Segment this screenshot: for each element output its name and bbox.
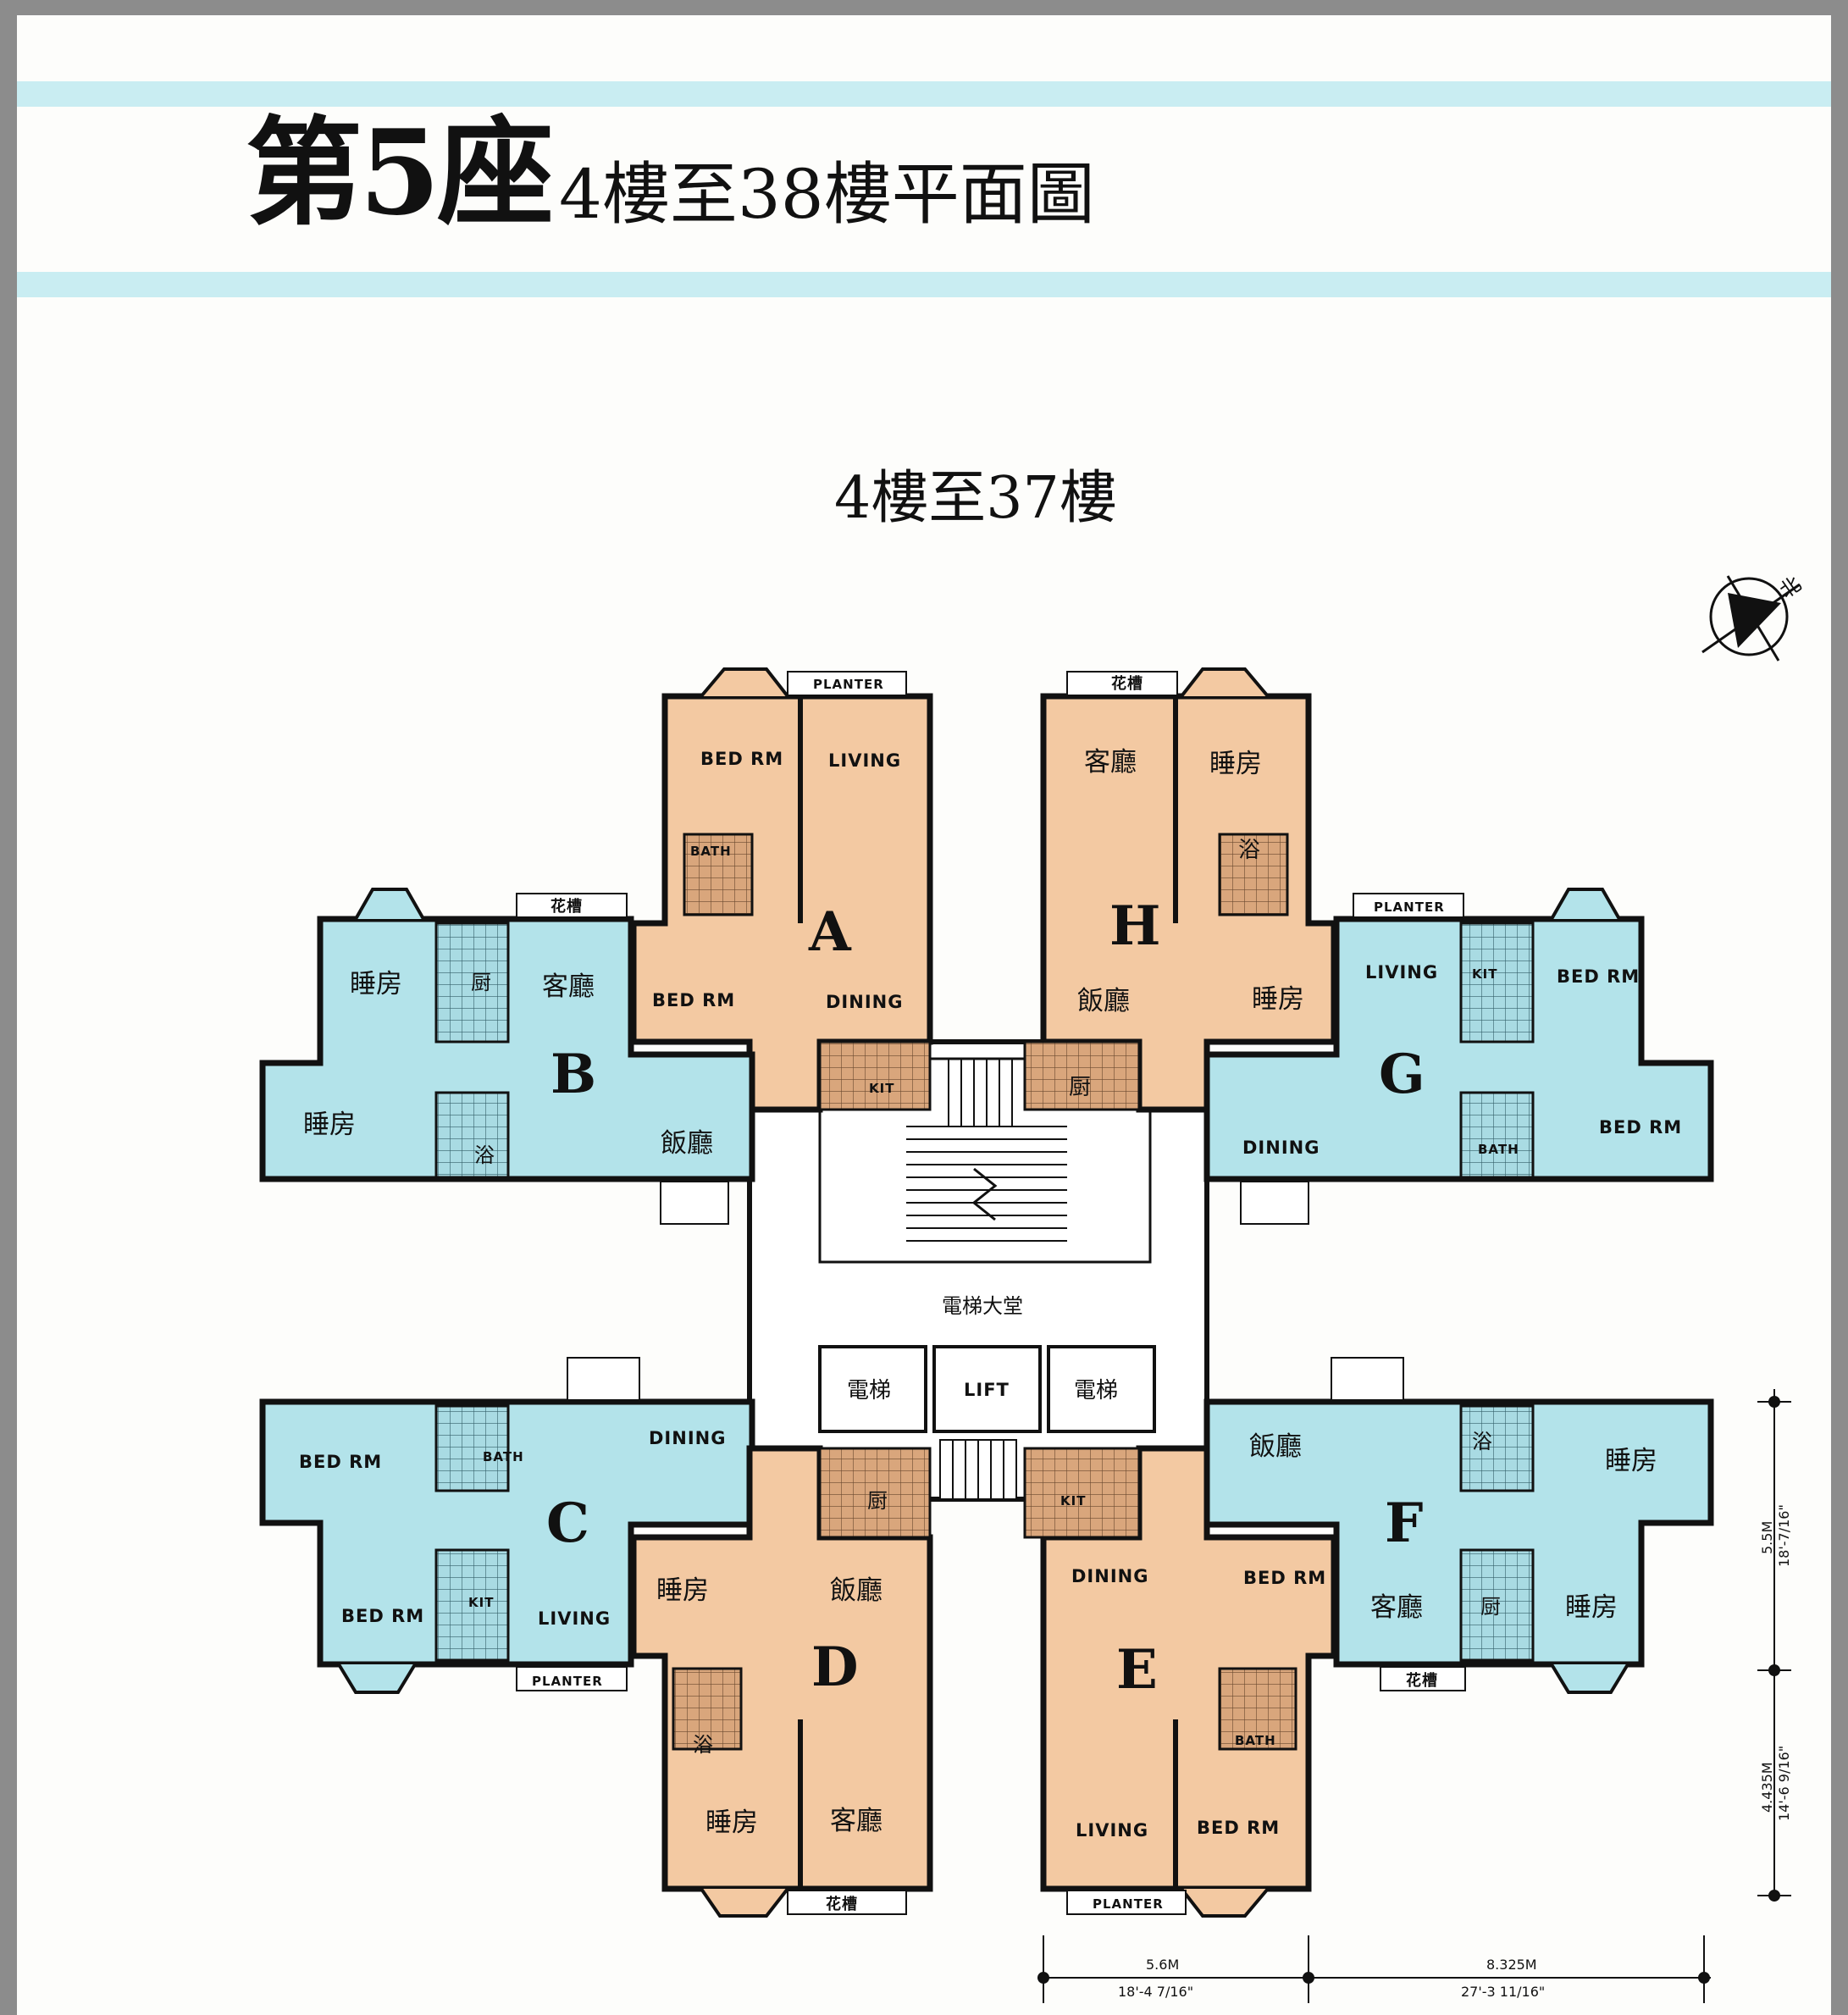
unit-g-room-4: DINING — [1242, 1138, 1320, 1158]
unit-b-room-5: 浴 — [474, 1143, 495, 1167]
unit-b-room-1: 睡房 — [350, 969, 402, 999]
unit-a-room-4: BED RM — [652, 990, 735, 1010]
unit-a-room-5: DINING — [826, 992, 903, 1012]
dim-v2-metric: 4.435M — [1759, 1762, 1775, 1813]
unit-c-letter: C — [546, 1492, 589, 1555]
plan-subtitle: 4樓至38樓平面圖 — [559, 155, 1095, 234]
unit-g-room-2: KIT — [1472, 966, 1497, 982]
unit-a-room-1: BED RM — [700, 749, 783, 769]
lift-2-label: LIFT — [964, 1380, 1010, 1400]
unit-g-room-3: BED RM — [1557, 966, 1640, 987]
unit-a — [630, 667, 933, 1113]
unit-h — [1023, 667, 1337, 1113]
unit-c — [259, 1357, 755, 1694]
unit-g-room-5: BATH — [1478, 1142, 1519, 1157]
unit-a-room-2: LIVING — [828, 750, 901, 771]
unit-d-room-3: 浴 — [693, 1733, 713, 1757]
unit-c-room-1: BED RM — [299, 1452, 382, 1472]
unit-e-room-2: BED RM — [1243, 1568, 1326, 1588]
unit-f-room-4: 客廳 — [1370, 1592, 1423, 1623]
unit-g-planter: PLANTER — [1374, 900, 1445, 915]
dim-v1-metric: 5.5M — [1759, 1521, 1775, 1554]
unit-e-letter: E — [1116, 1638, 1158, 1702]
unit-d-room-2: 飯廳 — [830, 1575, 883, 1606]
top-band — [17, 81, 1831, 107]
unit-a-planter: PLANTER — [813, 677, 884, 692]
unit-f-room-2: 浴 — [1472, 1430, 1492, 1453]
dim-v2-imperial: 14'-6 9/16" — [1776, 1746, 1792, 1821]
unit-c-room-4: BED RM — [341, 1606, 424, 1626]
unit-h-room-3: 浴 — [1238, 838, 1260, 863]
dim-h2-metric: 8.325M — [1486, 1957, 1537, 1973]
unit-b-room-4: 睡房 — [303, 1110, 356, 1140]
unit-d-planter: 花槽 — [826, 1895, 858, 1913]
unit-d-room-5: 客廳 — [830, 1806, 883, 1836]
unit-e-room-3: BATH — [1235, 1733, 1276, 1748]
unit-g — [1203, 888, 1714, 1225]
unit-c-room-5: KIT — [468, 1595, 494, 1610]
unit-h-room-1: 客廳 — [1084, 747, 1137, 778]
lobby-label: 電梯大堂 — [942, 1294, 1023, 1318]
unit-b — [259, 888, 755, 1225]
unit-a-room-6: KIT — [869, 1081, 894, 1096]
unit-f-letter: F — [1385, 1492, 1423, 1555]
unit-f-room-3: 睡房 — [1605, 1446, 1657, 1476]
lift-1-label: 電梯 — [847, 1378, 891, 1403]
unit-f-room-6: 睡房 — [1565, 1592, 1618, 1623]
unit-a-room-3: BATH — [690, 844, 732, 859]
unit-d-room-4: 睡房 — [705, 1807, 758, 1838]
unit-d — [630, 1445, 933, 1918]
unit-e-room-6: KIT — [1060, 1493, 1086, 1508]
unit-g-room-6: BED RM — [1599, 1117, 1682, 1138]
unit-b-letter: B — [551, 1043, 596, 1106]
unit-h-room-2: 睡房 — [1209, 749, 1262, 779]
lift-3-label: 電梯 — [1074, 1378, 1118, 1403]
unit-h-room-5: 睡房 — [1252, 984, 1304, 1015]
floors-label: 4樓至37樓 — [834, 465, 1117, 532]
unit-b-planter: 花槽 — [551, 897, 583, 916]
unit-d-room-1: 睡房 — [656, 1575, 709, 1606]
unit-c-room-6: LIVING — [538, 1608, 611, 1629]
north-arrow-icon — [1701, 575, 1801, 662]
dim-h1-metric: 5.6M — [1146, 1957, 1179, 1973]
unit-b-room-2: 厨 — [471, 971, 491, 994]
unit-e-room-4: LIVING — [1076, 1820, 1148, 1841]
dim-h2-imperial: 27'-3 11/16" — [1461, 1984, 1545, 2000]
unit-f-room-5: 厨 — [1480, 1595, 1501, 1619]
unit-d-room-6: 厨 — [867, 1489, 888, 1513]
unit-h-room-6: 厨 — [1069, 1075, 1091, 1100]
unit-h-room-4: 飯廳 — [1077, 986, 1130, 1016]
dimension-lines — [1037, 1389, 1791, 2003]
block-title: 第5座 — [246, 103, 554, 241]
unit-g-room-1: LIVING — [1365, 962, 1438, 983]
unit-f — [1203, 1357, 1714, 1694]
dim-h1-imperial: 18'-4 7/16" — [1118, 1984, 1193, 2000]
unit-b-room-6: 飯廳 — [661, 1128, 713, 1159]
unit-g-letter: G — [1379, 1043, 1425, 1106]
unit-c-planter: PLANTER — [532, 1674, 603, 1689]
unit-c-room-2: BATH — [483, 1449, 524, 1464]
unit-e-room-1: DINING — [1071, 1566, 1148, 1586]
unit-a-letter: A — [808, 900, 852, 964]
unit-f-room-1: 飯廳 — [1249, 1431, 1302, 1462]
unit-c-room-3: DINING — [649, 1428, 726, 1448]
unit-e-room-5: BED RM — [1197, 1818, 1280, 1838]
unit-e-planter: PLANTER — [1093, 1896, 1164, 1912]
unit-f-planter: 花槽 — [1406, 1671, 1438, 1690]
unit-h-letter: H — [1109, 894, 1160, 958]
unit-e — [1023, 1445, 1337, 1918]
dim-v1-imperial: 18'-7/16" — [1776, 1504, 1792, 1567]
bottom-band — [17, 272, 1831, 297]
unit-h-planter: 花槽 — [1111, 674, 1143, 693]
unit-d-letter: D — [811, 1636, 859, 1699]
unit-b-room-3: 客廳 — [542, 972, 595, 1002]
